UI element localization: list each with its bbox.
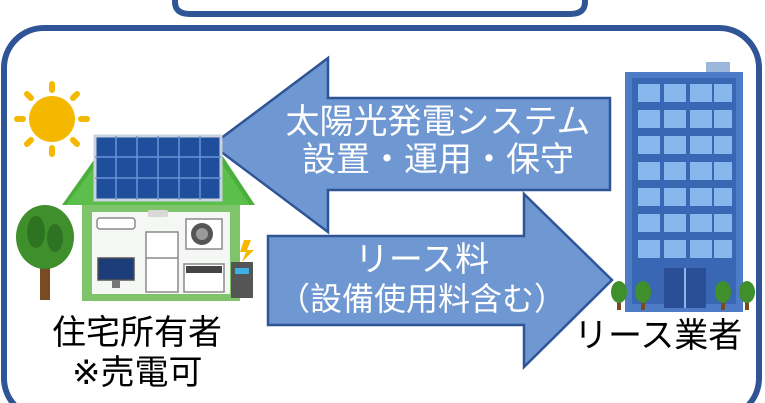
right-arrow-text-line1: リース料 [354, 240, 490, 280]
left-arrow-text-line2: 設置・運用・保守 [302, 140, 574, 180]
left-arrow-text-line1: 太陽光発電システム [285, 102, 591, 142]
outer-panel [1, 25, 762, 403]
top-tab-box [172, 0, 588, 17]
solar-panel-icon [93, 134, 223, 202]
sun-icon [14, 81, 90, 157]
left-arrow [209, 55, 612, 235]
tree-icon [16, 205, 74, 300]
power-conditioner-icon [231, 240, 254, 298]
building-icon [611, 62, 755, 312]
owner-note: ※売電可 [72, 353, 203, 393]
company-label: リース業者 [574, 316, 743, 356]
right-arrow [266, 191, 614, 370]
owner-label: 住宅所有者 [52, 313, 222, 353]
house-icon [62, 134, 255, 301]
right-arrow-text-line2: （設備使用料含む） [277, 280, 566, 318]
